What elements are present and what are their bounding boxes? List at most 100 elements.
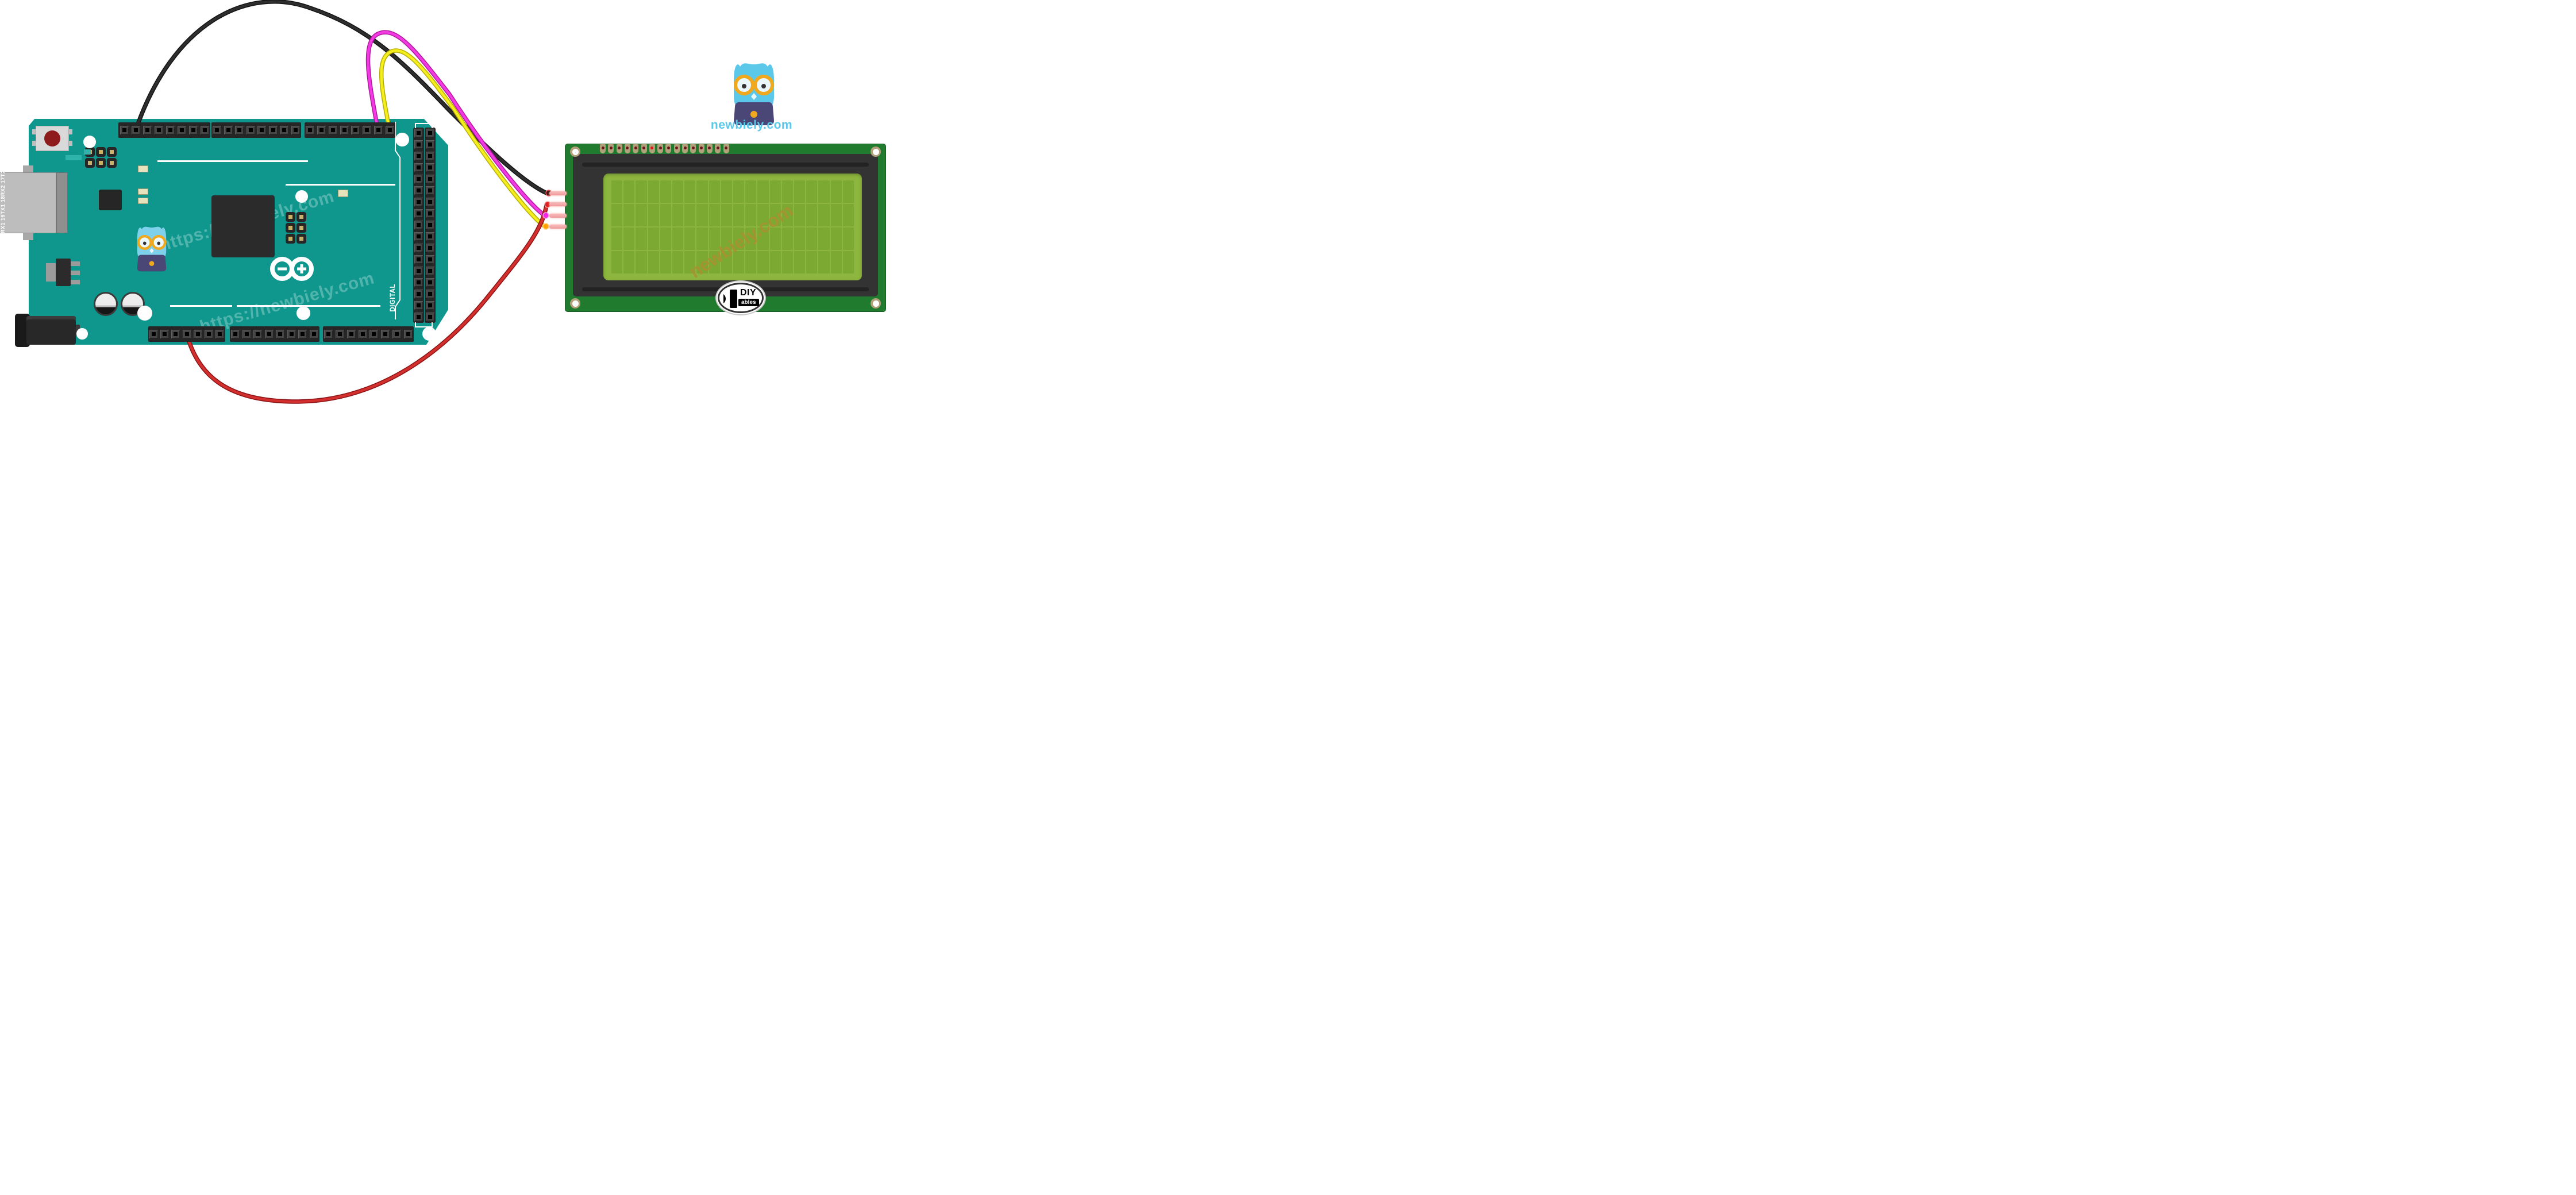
lcd-cell bbox=[721, 251, 732, 273]
lcd-cell bbox=[611, 204, 623, 226]
digital-header-socket bbox=[426, 175, 434, 183]
capacitor bbox=[94, 292, 118, 316]
usb-tab-bottom-icon bbox=[23, 232, 33, 240]
usb-tab-top-icon bbox=[23, 165, 33, 174]
digital-header-socket bbox=[414, 244, 423, 252]
lcd-cell bbox=[672, 204, 684, 226]
pin-label-AREF: AREF bbox=[0, 0, 6, 16]
lcd-cell bbox=[611, 251, 623, 273]
lcd-cell bbox=[842, 204, 854, 226]
lcd-cell bbox=[721, 204, 732, 226]
digital-header-socket bbox=[426, 267, 434, 275]
mounting-hole bbox=[395, 133, 409, 147]
lcd-cell bbox=[696, 251, 708, 273]
top-header-aref-8-socket bbox=[143, 126, 152, 134]
top-header-aref-8-socket bbox=[200, 126, 209, 134]
digital-section-outline bbox=[395, 122, 401, 319]
power-jack-body bbox=[26, 316, 76, 345]
icsp-pin bbox=[297, 234, 306, 244]
analog-header-a8-a15-socket bbox=[381, 330, 390, 338]
analog-header-a8-a15-socket bbox=[403, 330, 413, 338]
digital-header-socket bbox=[426, 163, 434, 172]
lcd-cell bbox=[818, 228, 830, 250]
pin-label-A3: A3 bbox=[0, 380, 6, 388]
pin-label-A0: A0 bbox=[0, 359, 6, 367]
digital-header-socket bbox=[414, 313, 423, 321]
lcd-cell bbox=[769, 180, 781, 203]
reset-button-tab bbox=[68, 141, 72, 146]
pin-label-RX0: RX0 ▲ bbox=[0, 102, 6, 121]
mounting-hole bbox=[295, 190, 308, 203]
communication-line bbox=[286, 184, 395, 186]
lcd-cell bbox=[648, 180, 659, 203]
lcd-cell bbox=[721, 228, 732, 250]
bracket-5v-icon bbox=[415, 123, 433, 128]
analog-header-a0-a7-socket bbox=[231, 330, 240, 338]
digital-header-socket bbox=[414, 129, 423, 137]
lcd-top-pad bbox=[608, 144, 614, 153]
pin-label-power-GND-4: GND bbox=[0, 325, 6, 338]
lcd-cell bbox=[721, 180, 732, 203]
top-header-7-0-socket bbox=[268, 126, 278, 134]
lcd-cell bbox=[636, 204, 647, 226]
lcd-top-pad bbox=[641, 144, 647, 153]
pin-label-RX3-15: RX3 15 bbox=[0, 139, 6, 159]
lcd-bezel-groove-top bbox=[582, 163, 869, 167]
scl-wire bbox=[380, 49, 546, 228]
digital-header-socket bbox=[426, 290, 434, 298]
analog-header-a0-a7-socket bbox=[253, 330, 263, 338]
power-header-socket bbox=[204, 330, 213, 338]
power-header-socket bbox=[193, 330, 202, 338]
lcd-cell bbox=[745, 204, 757, 226]
pin-label-0: 0 bbox=[0, 81, 6, 84]
owl-icon bbox=[734, 63, 774, 125]
top-header-aref-8-socket bbox=[120, 126, 129, 134]
top-header-7-0-socket bbox=[224, 126, 233, 134]
reset-button-tab bbox=[68, 129, 72, 134]
lcd-top-pad bbox=[706, 144, 713, 153]
pin-label-A4: A4 bbox=[0, 388, 6, 395]
top-header-aref-8-socket bbox=[177, 126, 186, 134]
digital-header-socket bbox=[414, 140, 423, 149]
icsp-pin bbox=[96, 147, 106, 157]
lcd-mounting-hole bbox=[871, 298, 881, 309]
pin-label-6: 6 bbox=[0, 62, 6, 65]
diyables-logo: DIY ables bbox=[715, 280, 766, 315]
voltage-regulator-tab bbox=[46, 263, 56, 282]
owl-icon bbox=[137, 226, 167, 272]
digital-header-socket bbox=[414, 278, 423, 287]
lcd-cell bbox=[806, 228, 818, 250]
lcd-cell bbox=[636, 251, 647, 273]
pin-label-power-3V3-2: 3V3 bbox=[0, 308, 6, 318]
gnd-wire bbox=[134, 0, 548, 195]
lcd-cell bbox=[733, 251, 745, 273]
icsp-pin bbox=[286, 234, 295, 244]
usb-connector bbox=[0, 165, 69, 240]
digital-header-socket bbox=[426, 140, 434, 149]
top-header-aref-8-socket bbox=[188, 126, 198, 134]
lcd-cell bbox=[611, 228, 623, 250]
power-header-socket bbox=[215, 330, 224, 338]
analog-header-a0-a7-socket bbox=[242, 330, 251, 338]
top-header-7-0-socket bbox=[235, 126, 244, 134]
lcd-cell bbox=[830, 251, 842, 273]
analog-header-a0-a7-socket bbox=[276, 330, 285, 338]
lcd-cell bbox=[623, 204, 635, 226]
digital-header-socket bbox=[414, 301, 423, 310]
pin-label-A2: A2 bbox=[0, 373, 6, 381]
voltage-regulator bbox=[56, 259, 71, 286]
lcd-cell bbox=[745, 228, 757, 250]
lcd-cell bbox=[660, 228, 671, 250]
lcd-top-pad bbox=[723, 144, 729, 153]
top-header-communication-socket bbox=[363, 126, 372, 134]
lcd-cell bbox=[842, 228, 854, 250]
analog-header-a8-a15-socket bbox=[392, 330, 401, 338]
capacitor bbox=[121, 292, 145, 316]
lcd-cell bbox=[806, 204, 818, 226]
wires-layer bbox=[133, 0, 552, 404]
pin-label-GND: GND bbox=[0, 15, 6, 28]
lcd-cell bbox=[830, 204, 842, 226]
icsp-pin bbox=[85, 158, 95, 168]
pin-label-power-IOREF-0: IOREF bbox=[0, 272, 6, 290]
l-led-icon bbox=[138, 165, 148, 172]
